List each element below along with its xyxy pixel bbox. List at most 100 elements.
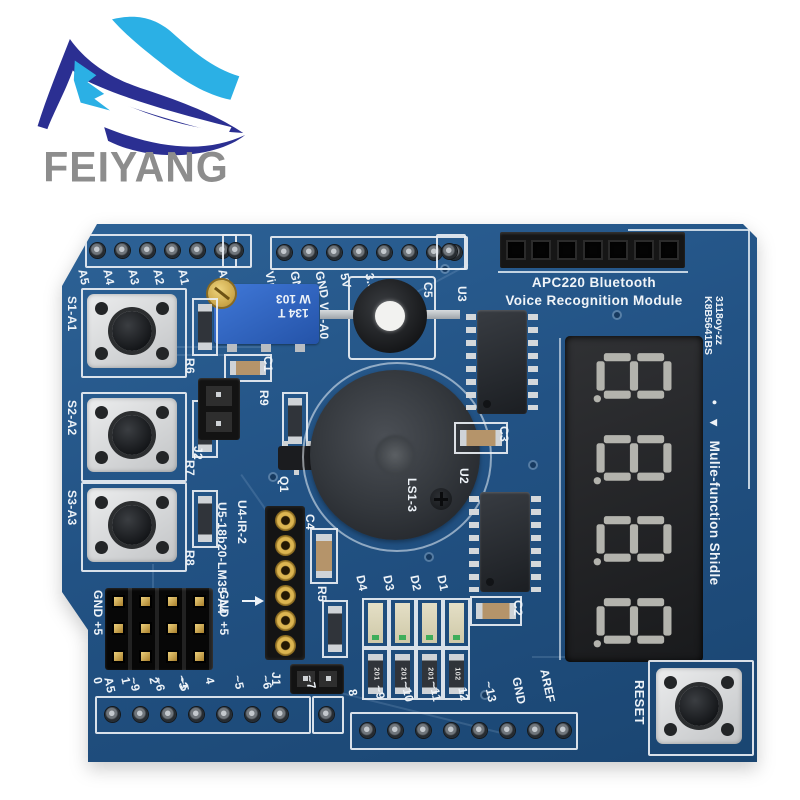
pin-label: ~5 [230,673,247,691]
capacitor-body [475,603,517,619]
block-pin [195,597,204,607]
solder-pad [140,243,155,258]
resistor-body [327,606,343,652]
pin-glint [303,676,308,681]
ic-u3 [477,310,527,414]
side-bullet: • [707,400,722,406]
led-d2 [416,598,443,648]
board-title-line1: APC220 Bluetooth [531,275,657,290]
ic-pin1-dot [486,578,494,586]
led-body [394,603,411,643]
buzzer-hole [375,435,415,475]
gold-socket [274,510,296,531]
tact-button-s1 [87,294,177,368]
header-socket [556,240,577,260]
pin-label: 12 [455,685,472,703]
led-body [421,603,438,643]
arrow-icon [255,596,264,606]
solder-pad [472,723,487,738]
pin-label: ~7 [302,673,319,691]
pin-label: AREF [537,667,559,704]
solder-pad [228,243,243,258]
resistor-marking: 201 [372,667,379,681]
header-socket [582,240,603,260]
pin-label: A3 [125,267,143,287]
seven-segment-digit [593,597,672,647]
led-d3 [389,598,416,648]
side-name: Mulie-function Shidle [707,440,722,586]
silkscreen-display-line [559,338,561,660]
c2-label: C2 [511,600,525,616]
s1-outline [81,288,187,378]
pin-glint [216,421,221,426]
header-socket [659,240,680,260]
seven-segment-digit [593,516,672,566]
ic-pin1-dot [483,400,491,408]
capacitor-top [375,301,405,331]
led-d1 [443,598,470,648]
ic-u2 [480,492,530,592]
reset-label: RESET [632,680,647,725]
side-arrow-glyph: ▾ [707,419,722,427]
block-pin [195,624,204,634]
logo-navy-tail [104,127,246,156]
button-pin [156,302,169,315]
female-header-7pin [500,232,685,268]
r8-label: R8 [183,550,197,566]
solder-pad [388,723,403,738]
arrow-line [242,600,256,602]
button-pin [95,541,108,554]
digital-header-right [350,712,578,750]
button-pin [156,541,169,554]
r5-label: R5 [315,586,329,602]
trimmer-label: VR-A0 [317,302,331,340]
seven-segment-digit [593,434,672,484]
trimmer-marking: 134 T W 103 [276,291,311,320]
led-label: D4 [353,573,371,593]
resistor-r8 [192,490,218,548]
block-pin [141,651,150,661]
led-die [453,634,461,640]
button-pin [95,302,108,315]
button-pin [664,723,677,736]
resistor-r6 [192,298,218,356]
c5-label: C5 [421,282,435,298]
pin-glint [283,441,288,446]
s3-outline [81,482,187,572]
pin-label: A2 [150,267,168,287]
button-cap [679,686,719,726]
sensor-header [265,506,305,660]
pin-glint [294,470,299,475]
solder-pad [115,243,130,258]
side-code-text: 3118oy-zz K8B5641BS [702,296,725,355]
pcb-board-wrap: A5 A4 A3 A2 A1 A0 Vin GND GND 5V 3.3V AP… [62,224,757,762]
feiyang-logo: FEIYANG [18,10,253,205]
pin-label: ~9 [371,683,388,701]
digital-header-pin7 [312,696,344,734]
capacitor-c4 [310,528,338,584]
analog-header-a0 [222,234,252,268]
led-body [448,603,465,643]
brand-name: FEIYANG [43,142,229,192]
led-resistor: 201 [362,648,389,700]
r9-label: R9 [257,390,271,406]
button-cap [112,311,152,351]
header-socket [633,240,654,260]
pin-label: A1 [175,267,193,287]
solder-pad [190,243,205,258]
capacitor-c1 [224,354,272,382]
block-pin [195,651,204,661]
tact-button-s2 [87,398,177,472]
solder-pad [444,723,459,738]
r6-label: R6 [183,358,197,374]
resistor-r5 [322,600,348,658]
solder-pad [442,244,457,259]
led-resistor: 102 [443,648,470,700]
block-right-label: GND +5 [217,590,231,636]
solder-pad [327,245,342,260]
header-socket [531,240,552,260]
buzzer-silkscreen-circle [302,362,492,552]
capacitor-c3 [454,422,508,454]
button-pin [156,347,169,360]
